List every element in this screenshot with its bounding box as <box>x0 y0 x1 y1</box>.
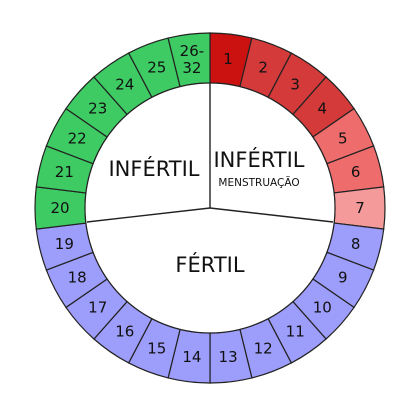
cycle-day-label: 2 <box>258 59 268 77</box>
cycle-day-label: 9 <box>338 269 348 287</box>
cycle-day-label: 21 <box>55 163 74 181</box>
sector-label-fertile: FÉRTIL <box>175 252 244 277</box>
cycle-day-label: 12 <box>254 339 273 357</box>
cycle-day-label: 19 <box>55 235 74 253</box>
cycle-day-label: 5 <box>338 129 348 147</box>
cycle-day-label: 8 <box>351 235 361 253</box>
cycle-day-label: 11 <box>286 322 305 340</box>
cycle-day-label: 15 <box>147 339 166 357</box>
cycle-day-label: 13 <box>219 348 238 366</box>
cycle-day-label: 1 <box>223 50 233 68</box>
sector-label-infertile-left: INFÉRTIL <box>108 156 199 181</box>
cycle-day-label: 18 <box>68 269 87 287</box>
cycle-day-label: 4 <box>318 100 328 118</box>
cycle-day-label: 25 <box>147 59 166 77</box>
cycle-day-label: 3 <box>290 76 300 94</box>
cycle-day-label: 10 <box>313 298 332 316</box>
cycle-day-label: 22 <box>68 129 87 147</box>
cycle-day-label: 24 <box>115 76 134 94</box>
cycle-day-label: 17 <box>88 298 107 316</box>
sector-label-menstruation: MENSTRUAÇÃO <box>218 176 299 189</box>
cycle-day-label: 26-32 <box>180 42 205 77</box>
cycle-day-label: 23 <box>88 100 107 118</box>
divider-right <box>209 207 334 223</box>
cycle-day-label: 6 <box>351 163 361 181</box>
cycle-day-label: 7 <box>355 199 365 217</box>
sector-label-infertile-right: INFÉRTIL <box>213 147 304 172</box>
cycle-day-label: 20 <box>50 199 69 217</box>
cycle-day-label: 16 <box>115 322 134 340</box>
divider-left <box>86 207 211 223</box>
cycle-day-label: 14 <box>182 348 201 366</box>
